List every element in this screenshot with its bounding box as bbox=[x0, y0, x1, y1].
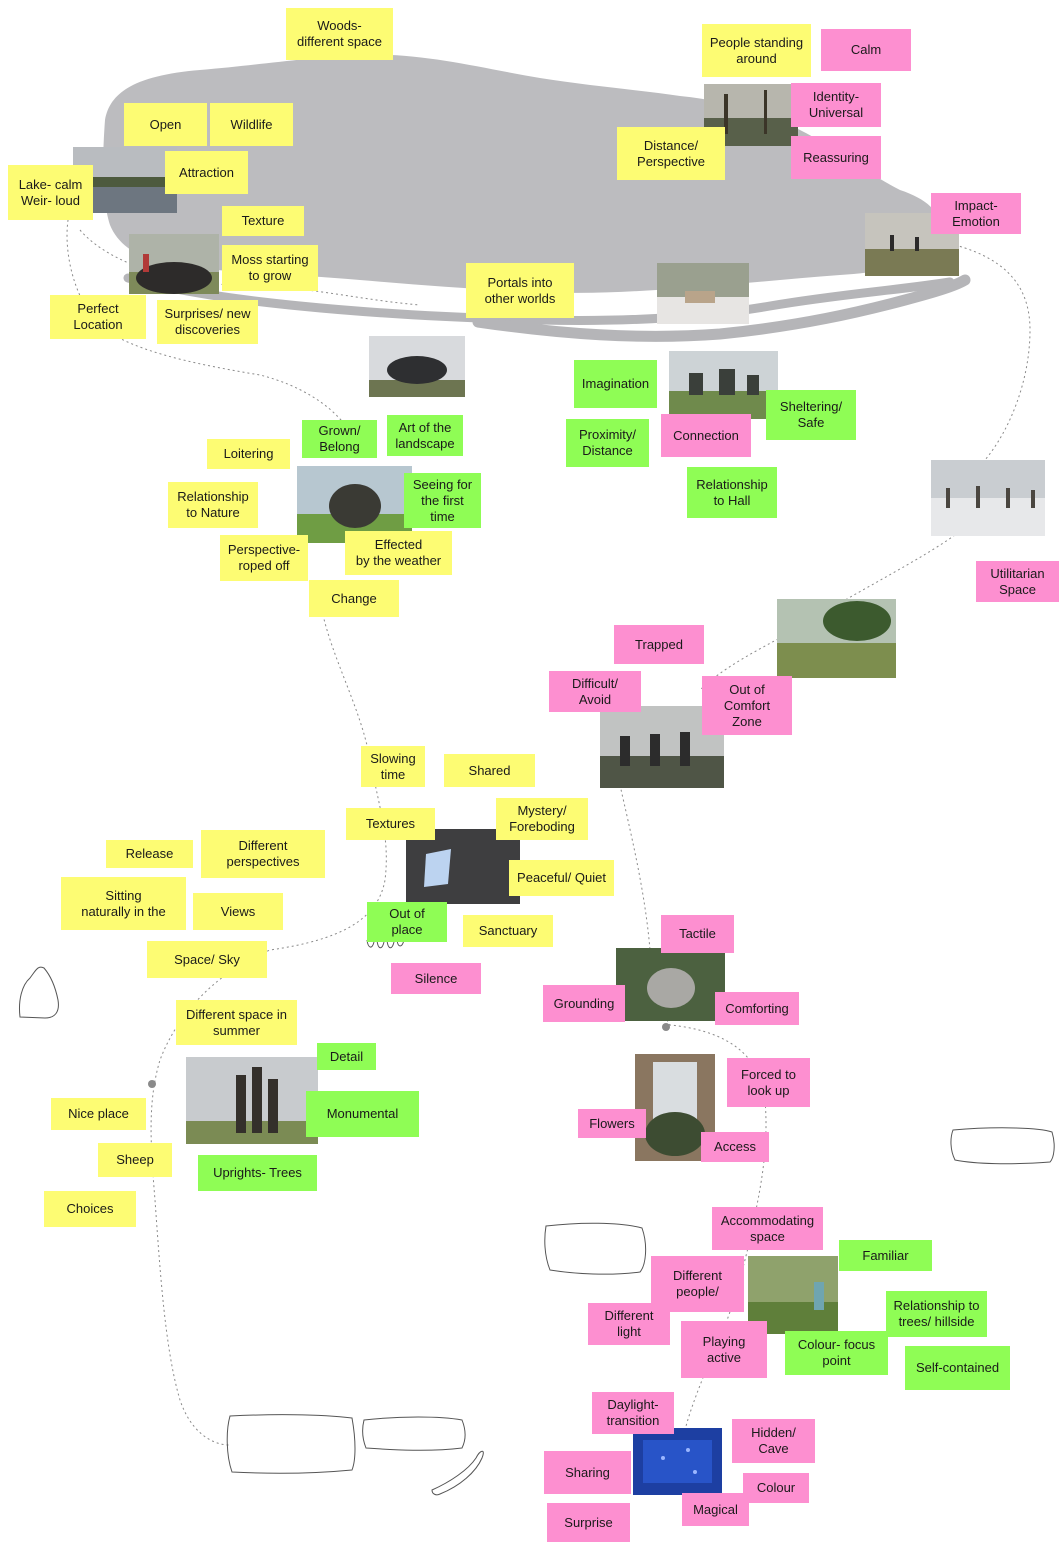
note-identity: Identity- Universal bbox=[791, 83, 881, 127]
sketch-shape-bottom2 bbox=[362, 1416, 466, 1451]
note-surprises: Surprises/ new discoveries bbox=[157, 300, 258, 344]
path-centre-down bbox=[150, 579, 387, 1446]
note-grounding: Grounding bbox=[543, 985, 625, 1022]
note-textures: Textures bbox=[346, 808, 435, 840]
path-lake-left bbox=[66, 209, 346, 426]
note-relationship-hall: Relationship to Hall bbox=[687, 467, 777, 518]
note-utilitarian: Utilitarian Space bbox=[976, 561, 1059, 602]
note-open: Open bbox=[124, 103, 207, 146]
photo-blue-cave bbox=[633, 1428, 722, 1495]
note-difficult-avoid: Difficult/ Avoid bbox=[549, 671, 641, 712]
note-release: Release bbox=[106, 840, 193, 868]
note-daylight: Daylight- transition bbox=[592, 1392, 674, 1434]
note-sitting: Sitting naturally in the bbox=[61, 877, 186, 930]
photo-snow-sculpture bbox=[657, 263, 749, 324]
note-flowers: Flowers bbox=[578, 1109, 646, 1138]
sketch-shape-right bbox=[950, 1127, 1055, 1165]
note-different-space-summer: Different space in summer bbox=[176, 1000, 297, 1045]
sketch-shape-curl bbox=[431, 1450, 484, 1496]
note-trapped: Trapped bbox=[614, 625, 704, 664]
note-impact-emotion: Impact- Emotion bbox=[931, 193, 1021, 234]
note-effected-weather: Effected by the weather bbox=[345, 531, 452, 575]
note-grown-belong: Grown/ Belong bbox=[302, 420, 377, 458]
note-surprise: Surprise bbox=[547, 1503, 630, 1542]
note-access: Access bbox=[701, 1132, 769, 1162]
note-relationship-trees: Relationship to trees/ hillside bbox=[886, 1291, 987, 1337]
note-different-perspectives: Different perspectives bbox=[201, 830, 325, 878]
note-self-contained: Self-contained bbox=[905, 1346, 1010, 1390]
note-silence: Silence bbox=[391, 963, 481, 994]
note-space-sky: Space/ Sky bbox=[147, 941, 267, 978]
photo-stone-head bbox=[616, 948, 725, 1021]
note-tactile: Tactile bbox=[661, 915, 734, 953]
note-magical: Magical bbox=[682, 1493, 749, 1526]
note-slowing-time: Slowing time bbox=[361, 746, 425, 787]
note-loitering: Loitering bbox=[207, 439, 290, 469]
note-hidden-cave: Hidden/ Cave bbox=[732, 1419, 815, 1463]
photo-field-trees bbox=[777, 599, 896, 678]
path-node-2 bbox=[148, 1080, 156, 1088]
note-art-landscape: Art of the landscape bbox=[387, 415, 463, 456]
note-sheep: Sheep bbox=[98, 1143, 172, 1177]
note-comforting: Comforting bbox=[715, 992, 799, 1025]
note-moss: Moss starting to grow bbox=[222, 245, 318, 291]
sketch-fingers bbox=[366, 939, 405, 949]
note-colour-focus: Colour- focus point bbox=[785, 1331, 888, 1375]
note-choices: Choices bbox=[44, 1191, 136, 1227]
note-peaceful: Peaceful/ Quiet bbox=[509, 860, 614, 896]
note-out-of-comfort: Out of Comfort Zone bbox=[702, 676, 792, 735]
note-different-light: Different light bbox=[588, 1303, 670, 1345]
note-connection: Connection bbox=[661, 414, 751, 457]
note-sanctuary: Sanctuary bbox=[463, 915, 553, 947]
photo-stone-mound bbox=[129, 234, 219, 294]
note-relationship-nature: Relationship to Nature bbox=[168, 482, 258, 528]
note-uprights-trees: Uprights- Trees bbox=[198, 1155, 317, 1191]
note-calm: Calm bbox=[821, 29, 911, 71]
note-different-people: Different people/ bbox=[651, 1256, 744, 1312]
note-accommodating: Accommodating space bbox=[712, 1207, 823, 1250]
note-imagination: Imagination bbox=[574, 360, 657, 408]
note-texture: Texture bbox=[222, 206, 304, 236]
note-out-of-place: Out of place bbox=[367, 902, 447, 942]
note-detail: Detail bbox=[317, 1043, 376, 1070]
photo-uprights bbox=[186, 1057, 318, 1144]
note-shared: Shared bbox=[444, 754, 535, 787]
note-portals: Portals into other worlds bbox=[466, 263, 574, 318]
note-proximity: Proximity/ Distance bbox=[566, 419, 649, 467]
photo-snow-figures bbox=[931, 460, 1045, 536]
note-playing-active: Playing active bbox=[681, 1321, 767, 1378]
note-woods: Woods- different space bbox=[286, 8, 393, 60]
note-reassuring: Reassuring bbox=[791, 136, 881, 179]
photo-reclining-figure bbox=[369, 336, 465, 397]
sketch-shape-bottom1 bbox=[226, 1414, 356, 1474]
river-band-2 bbox=[472, 274, 971, 342]
note-change: Change bbox=[309, 580, 399, 617]
note-sheltering: Sheltering/ Safe bbox=[766, 390, 856, 440]
note-sharing: Sharing bbox=[544, 1451, 631, 1494]
note-forced-look-up: Forced to look up bbox=[727, 1058, 810, 1107]
note-mystery: Mystery/ Foreboding bbox=[496, 798, 588, 840]
note-perfect-location: Perfect Location bbox=[50, 295, 146, 339]
sketch-shape-left bbox=[19, 966, 59, 1019]
note-attraction: Attraction bbox=[165, 151, 248, 194]
note-lake: Lake- calm Weir- loud bbox=[8, 165, 93, 220]
note-wildlife: Wildlife bbox=[210, 103, 293, 146]
note-distance-perspective: Distance/ Perspective bbox=[617, 127, 725, 180]
photo-standing-stones bbox=[669, 351, 778, 419]
note-colour: Colour bbox=[743, 1473, 809, 1503]
note-monumental: Monumental bbox=[306, 1091, 419, 1137]
path-node bbox=[662, 1023, 670, 1031]
note-perspective-roped: Perspective- roped off bbox=[220, 535, 308, 581]
sketch-shape-mid bbox=[544, 1222, 647, 1275]
photo-skyspace bbox=[406, 829, 520, 904]
note-nice-place: Nice place bbox=[51, 1098, 146, 1130]
note-familiar: Familiar bbox=[839, 1240, 932, 1271]
note-views: Views bbox=[193, 893, 283, 930]
note-people-standing: People standing around bbox=[702, 24, 811, 77]
note-seeing-first: Seeing for the first time bbox=[404, 473, 481, 528]
